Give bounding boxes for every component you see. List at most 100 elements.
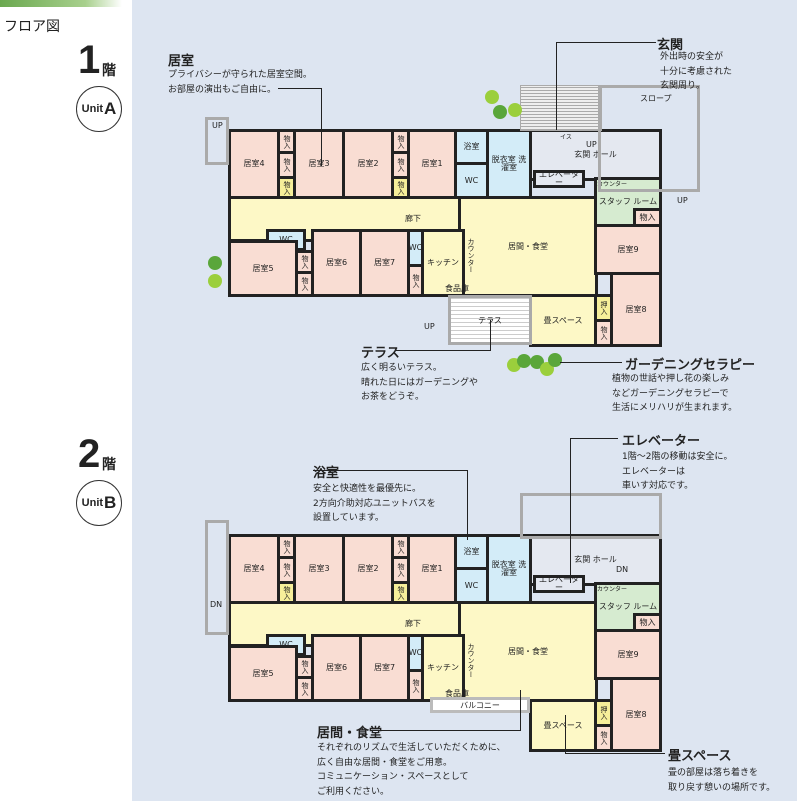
elevator-annotation-title: エレベーター	[622, 430, 701, 449]
tree-icon	[485, 90, 499, 104]
leader-line	[570, 438, 618, 439]
annotation-line: プライバシーが守られた居室空間。	[168, 70, 312, 80]
f1-counter-label: カウンター	[597, 181, 628, 188]
annotation-line: 2方向介助対応ユニットバスを	[313, 498, 436, 509]
f2-storage-label: 物入	[283, 563, 291, 577]
leader-line	[520, 690, 521, 731]
tree-icon	[548, 353, 562, 367]
f2-pantry: 食品庫	[445, 688, 469, 699]
f1-room-8: 居室8	[610, 272, 662, 347]
annotation-line: お部屋の演出もご自由に。	[168, 84, 277, 95]
annotation-line: エレベーターは	[622, 466, 686, 477]
entrance-up-label: UP	[586, 140, 597, 149]
leader-line	[313, 470, 468, 471]
f1-storage-label: 物入	[301, 255, 309, 269]
annotation-line: 玄関周り。	[660, 81, 705, 91]
f1-living-dining-room-label: 居間・食堂	[508, 241, 548, 251]
f2-living-dining-room-label: 居間・食堂	[508, 646, 548, 656]
annotation-line: 車いす対応です。	[622, 481, 694, 491]
f2-room-1-label: 居室1	[421, 564, 443, 573]
living-annotation-title-label: 居間・食堂	[317, 726, 383, 741]
leader-line	[321, 88, 322, 166]
terrace-annotation-text: 広く明るいテラス。晴れた日にはガーデニングやお茶をどうぞ。	[361, 361, 478, 405]
f2-room-6-label: 居室6	[325, 663, 348, 672]
f2-storage-label: 物入	[283, 539, 291, 554]
f2-room-9-label: 居室9	[617, 649, 639, 659]
f2-room-3-label: 居室3	[308, 564, 330, 573]
leader-line	[467, 470, 468, 540]
f1-storage-label: 物入	[301, 277, 309, 291]
chair-label: イス	[560, 132, 572, 141]
terrace-up-label: UP	[424, 322, 435, 331]
floor-1-suffix: 階	[102, 63, 116, 79]
f1-kitchen: キッチン	[421, 229, 465, 297]
tree-icon	[517, 354, 531, 368]
leader-line	[278, 88, 322, 89]
f1-wc-label: WC	[279, 236, 293, 244]
f2-room-8-label: 居室8	[625, 709, 647, 719]
f1-storage-label: 物入	[283, 180, 291, 195]
f2-wc: WC	[454, 567, 489, 604]
elevator-annotation-text: 1階～2階の移動は安全に。エレベーターは車いす対応です。	[622, 450, 732, 494]
f2-room-9: 居室9	[594, 629, 662, 680]
stair-dn-label: DN	[616, 565, 628, 574]
leader-line	[565, 715, 566, 754]
f2-wc-label: WC	[279, 641, 293, 649]
bath-annotation-title-label: 浴室	[313, 466, 340, 481]
annotation-line: 生活にメリハリが生まれます。	[612, 403, 738, 413]
leader-line	[565, 753, 665, 754]
entrance-up-label-label: UP	[586, 140, 597, 149]
slope-up-label-label: UP	[677, 196, 688, 205]
f1-room-8-label: 居室8	[625, 304, 647, 314]
floor-2-number: 2	[78, 432, 101, 476]
f2-storage: 物入	[277, 581, 296, 604]
gardening-annotation-title-label: ガーデニングセラピー	[625, 358, 756, 373]
f1-room-1-label: 居室1	[421, 159, 443, 168]
f2-oshiire-label: 押入	[600, 706, 608, 720]
f2-room-7: 居室7	[359, 634, 410, 702]
f1-staff-room-label: スタッフ ルーム	[598, 197, 658, 206]
f1-tatami-space-label: 畳スペース	[543, 315, 583, 325]
leader-line	[556, 42, 557, 130]
f1-pantry: 食品庫	[445, 283, 469, 294]
annotation-line: 設置しています。	[313, 513, 384, 523]
tree-icon	[508, 103, 522, 117]
f2-room-2: 居室2	[342, 534, 394, 604]
f1-room-3-label: 居室3	[308, 159, 330, 168]
unit-letter: B	[104, 493, 117, 512]
f1-room-6-label: 居室6	[325, 258, 348, 267]
annotation-line: 植物の世話や押し花の楽しみ	[612, 374, 730, 384]
f1-storage-label: 物入	[397, 158, 405, 172]
f1-storage-label: 物入	[639, 212, 656, 222]
f2-elevator: エレベーター	[533, 575, 585, 593]
living-annotation-text: それぞれのリズムで生活していただくために、広く自由な居間・食堂をご用意。コミュニ…	[317, 741, 505, 799]
f2-tatami-space-label: 畳スペース	[543, 720, 583, 730]
outdoor-stair	[205, 520, 229, 635]
annotation-line: お茶をどうぞ。	[361, 392, 425, 402]
f2-storage-label: 物入	[301, 682, 309, 696]
page-title: フロア図	[4, 19, 60, 35]
floor-1-number: 1	[78, 38, 101, 82]
f1-dressing-laundry-room-label: 脱衣室 洗濯室	[491, 155, 527, 172]
f1-room-9: 居室9	[594, 224, 662, 275]
entrance-canopy	[520, 85, 602, 131]
f1-wc: WC	[454, 162, 489, 199]
terrace-annotation-title: テラス	[361, 342, 400, 361]
unit-letter: A	[104, 99, 117, 118]
f1-living-dining-room: 居間・食堂	[458, 196, 598, 297]
annotation-line: 十分に考慮された	[660, 66, 733, 77]
f2-room-6: 居室6	[311, 634, 362, 702]
terrace-up-label-label: UP	[424, 322, 435, 331]
floor-2-suffix: 階	[102, 457, 116, 473]
f1-bathroom-label: 浴室	[463, 142, 480, 151]
stair-up-label: UP	[212, 121, 223, 130]
f1-room-5: 居室5	[228, 240, 298, 297]
f2-wc-label: WC	[464, 580, 479, 590]
tree-icon	[493, 105, 507, 119]
leader-line	[490, 320, 491, 351]
f1-pantry-label: 食品庫	[445, 284, 469, 293]
chair-label-label: イス	[560, 134, 572, 141]
f2-room-5: 居室5	[228, 645, 298, 702]
living-annotation-title: 居間・食堂	[317, 722, 382, 741]
